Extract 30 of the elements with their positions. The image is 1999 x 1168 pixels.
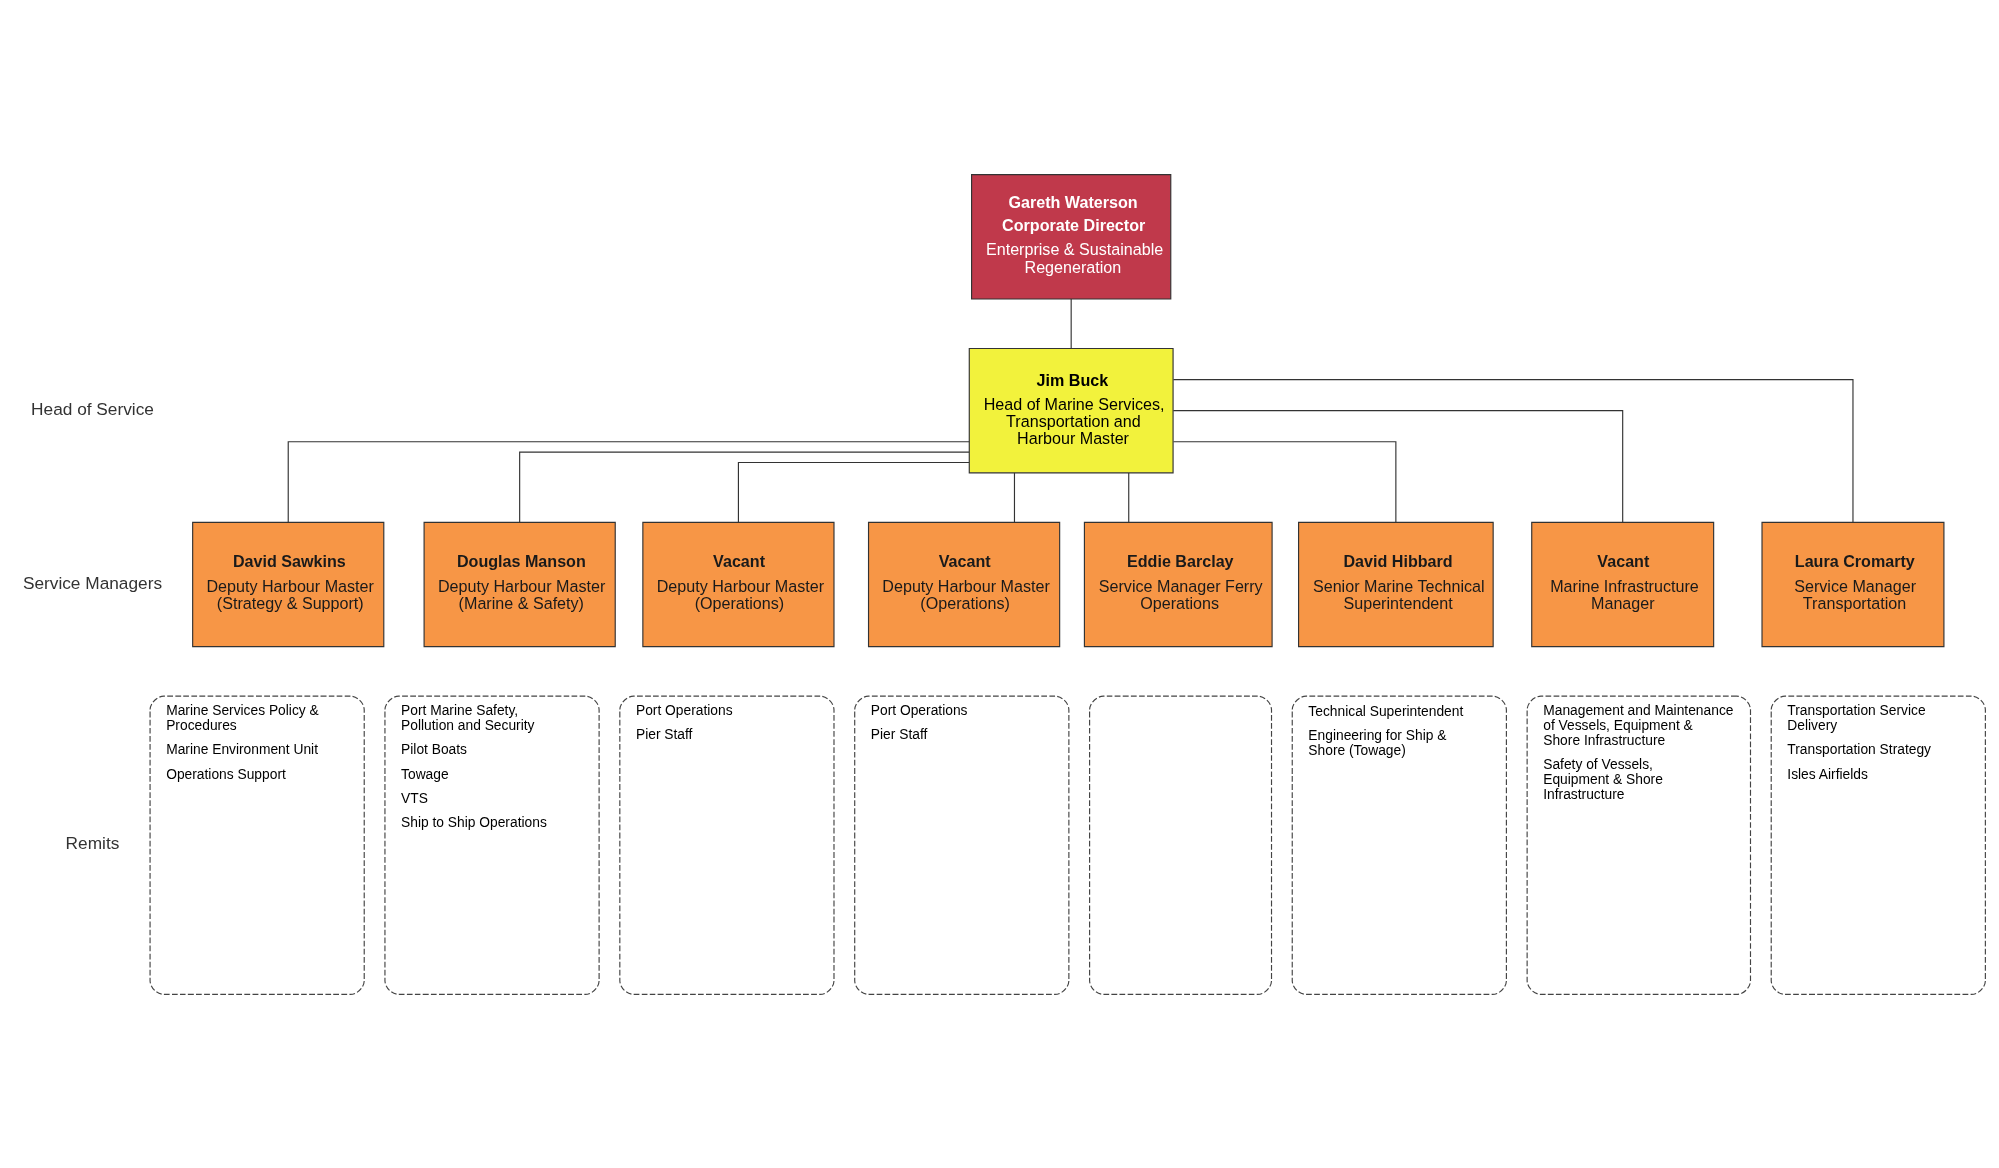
node-box: Management and Maintenance of Vessels, Equipment & Shore Infrastructure Safety of Vessels, Equipment & Shore Infrastructure [1526, 695, 1752, 995]
node-box: David Sawkins Deputy Harbour Master (Strategy & Support) [192, 521, 385, 647]
label: Remits [65, 832, 120, 853]
connector [1013, 471, 1016, 523]
node-box: Port Marine Safety, Pollution and Security Pilot Boats Towage VTS Ship to Ship Operations [384, 695, 600, 995]
connector [1172, 440, 1397, 523]
node-box: Vacant Deputy Harbour Master (Operations) [867, 521, 1061, 647]
node-box: Technical Superintendent Engineering for Ship & Shore (Towage) [1291, 695, 1507, 995]
node-box: Vacant Deputy Harbour Master (Operations) [642, 521, 835, 647]
node-box: Port Operations Pier Staff [854, 695, 1070, 995]
node-box: Gareth Waterson Corporate Director Enterprise & Sustainable Regeneration [971, 173, 1172, 300]
label: Head of Service [31, 398, 154, 419]
node-box: Port Operations Pier Staff [619, 695, 835, 995]
connector [737, 461, 970, 523]
node-box: Transportation Service Delivery Transportation Strategy Isles Airfields [1770, 695, 1986, 995]
connector [519, 451, 970, 523]
connector [1172, 409, 1624, 523]
node-box: Eddie Barclay Service Manager Ferry Operations [1083, 521, 1273, 647]
connector [1070, 298, 1072, 349]
connector [287, 440, 970, 523]
node-box: Jim Buck Head of Marine Services, Transportation and Harbour Master [968, 347, 1174, 473]
node-box: Vacant Marine Infrastructure Manager [1531, 521, 1715, 647]
node-box: Laura Cromarty Service Manager Transportation [1761, 521, 1945, 647]
node-box: David Hibbard Senior Marine Technical Superintendent [1298, 521, 1494, 647]
label: Service Managers [22, 572, 163, 593]
node-box: Marine Services Policy & Procedures Marine Environment Unit Operations Support [149, 695, 365, 995]
node-box: Douglas Manson Deputy Harbour Master (Marine & Safety) [423, 521, 616, 647]
connector [1172, 378, 1854, 522]
connector [1128, 471, 1130, 523]
node-box [1089, 695, 1273, 995]
